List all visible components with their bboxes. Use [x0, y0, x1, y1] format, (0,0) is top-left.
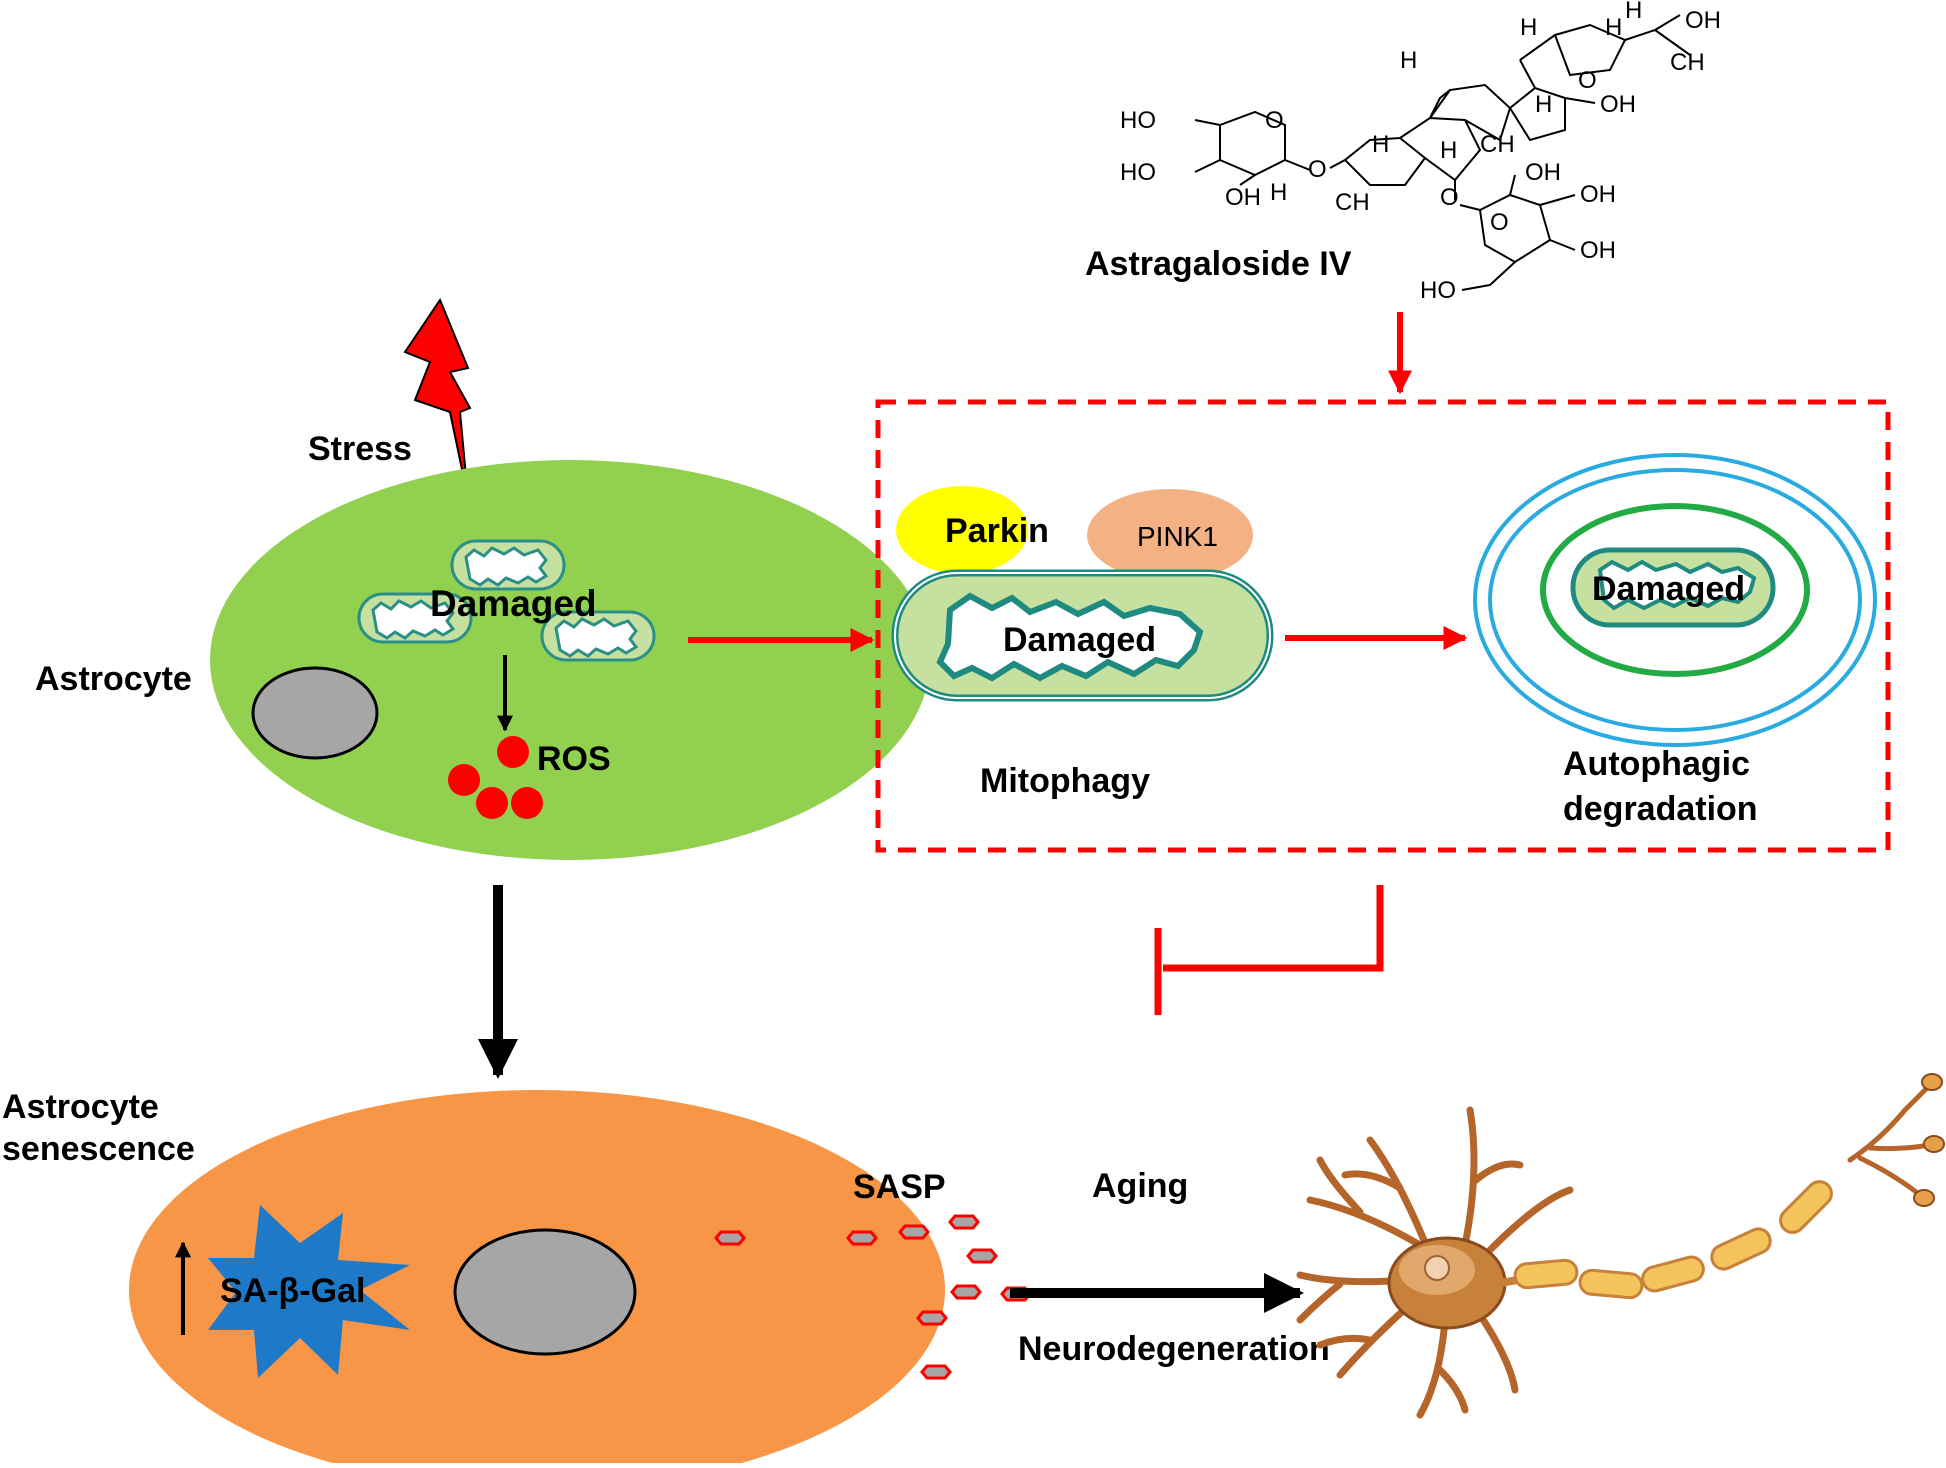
chem-label: H	[1520, 14, 1537, 41]
chem-atom-labels: HO HO OH O O H CH H H H CH H H O H OH OH…	[1120, 0, 1721, 304]
autophagosome	[1473, 453, 1877, 747]
chem-label: O	[1578, 67, 1597, 94]
chem-label: H	[1605, 14, 1622, 41]
chem-label: OH	[1600, 91, 1636, 118]
inhibition-connector	[1154, 885, 1384, 1015]
chem-label: H	[1372, 131, 1389, 158]
sasp-particles	[714, 1214, 1032, 1380]
chem-label: O	[1308, 156, 1327, 183]
chem-label: OH	[1580, 181, 1616, 208]
chem-label: OH	[1580, 237, 1616, 264]
senescent-nucleus	[453, 1228, 637, 1356]
ros-particles	[448, 736, 543, 819]
pink1-protein	[1087, 489, 1253, 581]
parkin-label: Parkin	[945, 512, 1049, 550]
chem-label: O	[1265, 107, 1284, 134]
damaged-label-autophagy: Damaged	[1592, 570, 1745, 608]
ros-label: ROS	[537, 740, 611, 778]
chem-label: H	[1270, 179, 1287, 206]
chem-label: H	[1400, 47, 1417, 74]
pink1-label: PINK1	[1137, 521, 1218, 552]
damaged-label-mito: Damaged	[1003, 621, 1156, 659]
mitophagy-label: Mitophagy	[980, 762, 1150, 800]
astrocyte-nucleus	[251, 666, 379, 760]
sa-beta-gal-star	[208, 1205, 410, 1378]
damaged-label-cell: Damaged	[430, 583, 597, 624]
chem-label: OH	[1225, 184, 1261, 211]
senescence-label-2: senescence	[2, 1130, 195, 1168]
astragaloside-iv-structure	[1194, 14, 1691, 291]
chem-label: H	[1535, 91, 1552, 118]
chem-label: CH	[1670, 49, 1705, 76]
degradation-label: degradation	[1563, 790, 1758, 828]
neuron-illustration	[1296, 1073, 1945, 1419]
parkin-protein	[896, 486, 1028, 574]
chem-label: OH	[1685, 7, 1721, 34]
chem-label: CH	[1335, 189, 1370, 216]
chem-label: H	[1625, 0, 1642, 24]
sasp-label: SASP	[853, 1168, 946, 1206]
sa-beta-gal-label: SA-β-Gal	[220, 1272, 365, 1310]
chem-label: H	[1440, 137, 1457, 164]
neurodegeneration-label: Neurodegeneration	[1018, 1330, 1330, 1368]
astrocyte-label: Astrocyte	[35, 660, 192, 698]
damaged-mitochondrion-large	[891, 569, 1274, 702]
autophagic-label: Autophagic	[1563, 745, 1750, 783]
stress-label: Stress	[308, 430, 412, 468]
mitophagy-box	[875, 399, 1891, 853]
chem-label: O	[1440, 184, 1459, 211]
chem-label: HO	[1120, 107, 1156, 134]
aging-label: Aging	[1092, 1167, 1188, 1205]
senescence-label-1: Astrocyte	[2, 1088, 159, 1126]
chem-label: OH	[1525, 159, 1561, 186]
compound-name-label: Astragaloside IV	[1085, 245, 1352, 283]
chem-label: CH	[1480, 131, 1515, 158]
chem-label: HO	[1120, 159, 1156, 186]
lightning-bolt-icon	[403, 297, 472, 499]
chem-label: HO	[1420, 277, 1456, 304]
chem-label: O	[1490, 209, 1509, 236]
